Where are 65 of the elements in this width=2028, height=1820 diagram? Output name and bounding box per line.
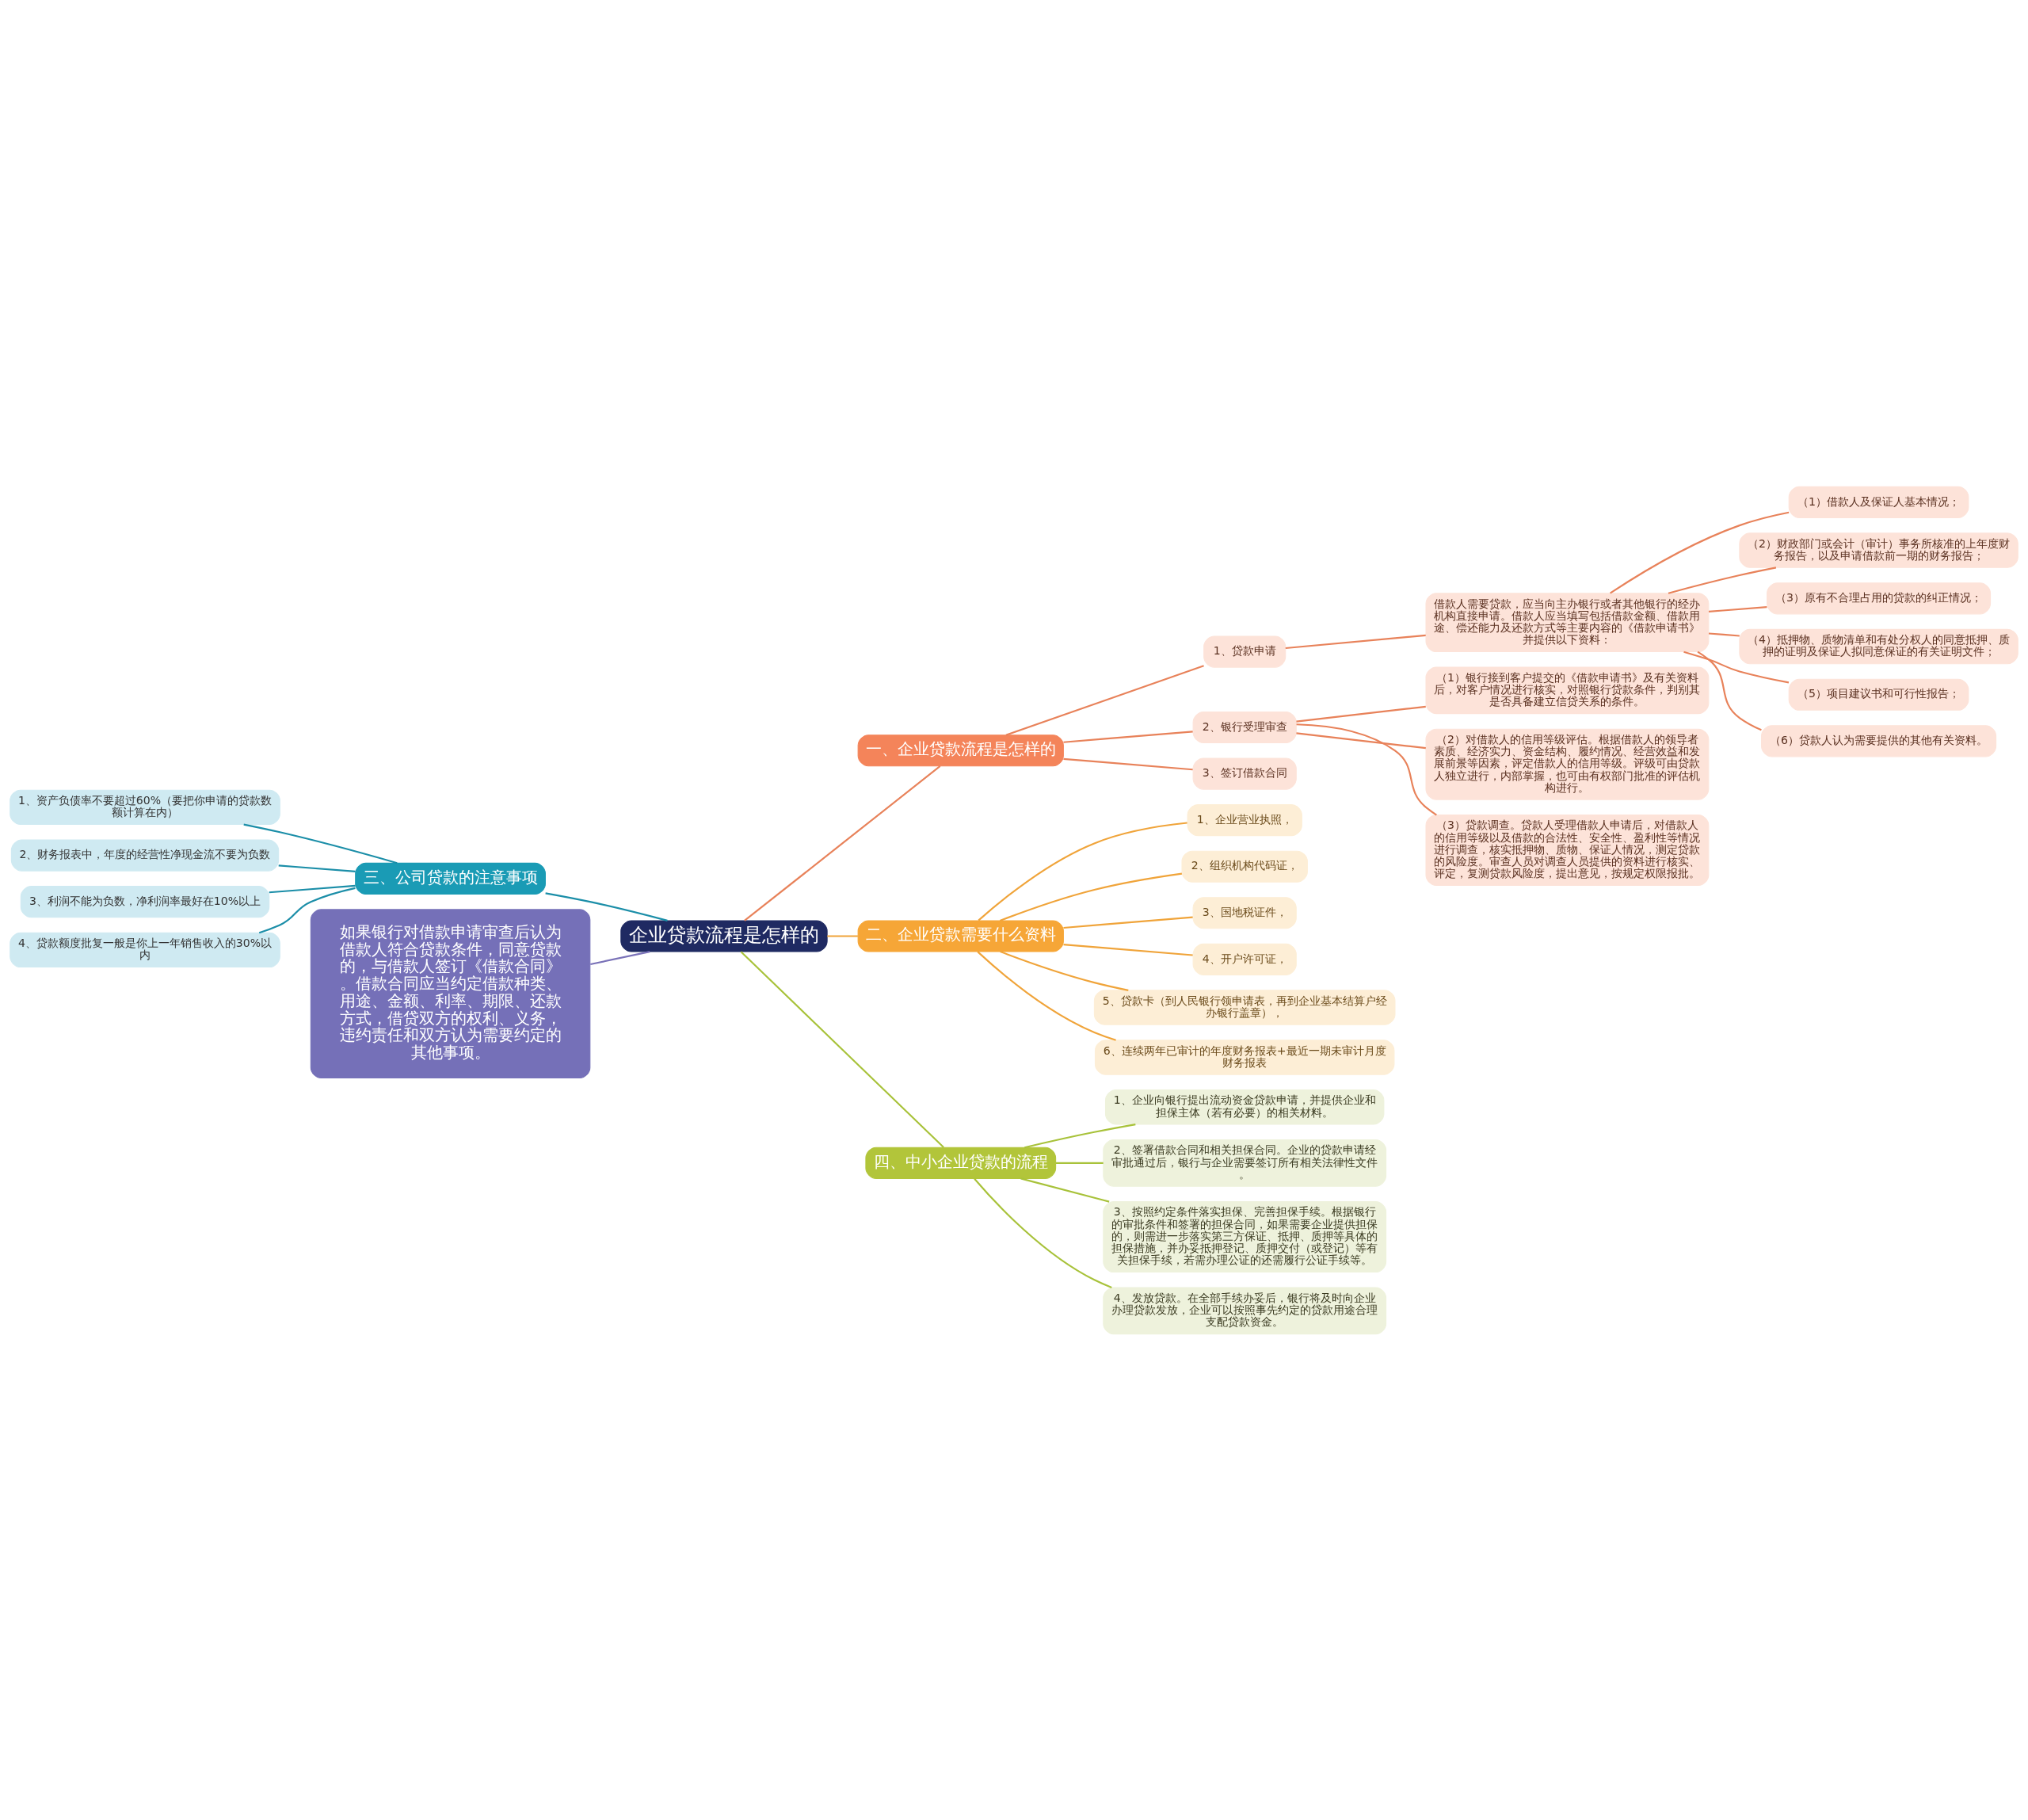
node-box: 3、按照约定条件落实担保、完善担保手续。根据银行的审批条件和签署的担保合同，如果需要企业提供担保的，则需进一步落实第三方保证、抵押、质押等具体的担保措施，并办妥抵押登记、质押交付（或登记）等有关担保手续，若需办理公证的还需履行公证手续等。 xyxy=(1103,1200,1387,1272)
node-box: 如果银行对借款申请审查后认为借款人符合贷款条件，同意贷款的，与借款人签订《借款合同》。借款合同应当约定借款种类、用途、金额、利率、期限、还款方式，借贷双方的权利、义务，违约责任和双方认为需要约定的其他事项。 xyxy=(310,908,591,1078)
node-box: （5）项目建议书和可行性报告； xyxy=(1788,678,1969,711)
node-box: （2）财政部门或会计（审计）事务所核准的上年度财务报告，以及申请借款前一期的财务报告； xyxy=(1739,532,2018,568)
connector xyxy=(740,950,944,1148)
connector xyxy=(1055,1162,1104,1164)
connector xyxy=(1000,950,1129,991)
connector xyxy=(974,1177,1112,1288)
connector xyxy=(1708,631,1740,637)
connector xyxy=(1683,651,1790,683)
node-box: 3、签订借款合同 xyxy=(1192,757,1297,790)
node-box: 6、连续两年已审计的年度财务报表+最近一期未审计月度财务报表 xyxy=(1094,1039,1395,1075)
connector xyxy=(243,823,398,864)
node-box: 4、发放贷款。在全部手续办妥后，银行将及时向企业办理贷款发放，企业可以按照事先约定的贷款用途合理支配贷款资金。 xyxy=(1103,1287,1387,1334)
connector xyxy=(744,765,941,921)
node-box: 三、公司贷款的注意事项 xyxy=(355,862,546,895)
connector xyxy=(1609,511,1790,594)
node-box: （1）借款人及保证人基本情况； xyxy=(1788,486,1969,518)
connector xyxy=(545,891,668,921)
node-box: （2）对借款人的信用等级评估。根据借款人的领导者素质、经济实力、资金结构、履约情况、经营效益和发展前景等因素，评定借款人的信用等级。评级可由贷款人独立进行，内部掌握，也可由有权部门批准的评估机构进行。 xyxy=(1425,728,1710,800)
node-box: 4、开户许可证， xyxy=(1192,943,1297,975)
node-box: 5、贷款卡（到人民银行领申请表，再到企业基本结算户经办银行盖章）， xyxy=(1093,989,1396,1025)
connector xyxy=(827,934,858,937)
node-box: 借款人需要贷款，应当向主办银行或者其他银行的经办机构直接申请。借款人应当填写包括借款金额、借款用途、偿还能力及还款方式等主要内容的《借款申请书》并提供以下资料： xyxy=(1425,592,1710,652)
connector xyxy=(1697,651,1762,731)
node-box: 企业贷款流程是怎样的 xyxy=(620,919,828,952)
node-box: 2、银行受理审查 xyxy=(1192,711,1297,743)
connector xyxy=(999,872,1183,921)
node-box: 1、贷款申请 xyxy=(1203,635,1287,668)
node-box: （3）原有不合理占用的贷款的纠正情况； xyxy=(1767,582,1992,614)
connector xyxy=(978,821,1187,921)
connector xyxy=(1296,731,1426,749)
node-box: 3、国地税证件， xyxy=(1192,896,1297,929)
connector xyxy=(278,864,356,872)
connector xyxy=(590,950,650,965)
node-box: （6）贷款人认为需要提供的其他有关资料。 xyxy=(1761,724,1997,757)
connector xyxy=(1296,705,1426,723)
connector xyxy=(1020,1177,1110,1203)
connector xyxy=(1063,943,1193,956)
node-box: 1、企业营业执照， xyxy=(1187,803,1302,836)
node-box: 1、企业向银行提出流动资金贷款申请，并提供企业和担保主体（若有必要）的相关材料。 xyxy=(1104,1089,1385,1125)
node-box: 4、贷款额度批复一般是你上一年销售收入的30%以内 xyxy=(10,932,280,967)
connector xyxy=(1063,915,1193,929)
connector xyxy=(1708,605,1767,612)
connector xyxy=(1063,757,1193,770)
connector xyxy=(258,887,356,933)
connector xyxy=(269,884,356,893)
node-box: 1、资产负债率不要超过60%（要把你申请的贷款数额计算在内） xyxy=(10,789,280,825)
connector xyxy=(1285,634,1426,649)
node-box: 2、财务报表中，年度的经营性净现金流不要为负数 xyxy=(10,839,280,872)
node-box: （1）银行接到客户提交的《借款申请书》及有关资料后，对客户情况进行核实，对照银行贷款条件，判别其是否具备建立信贷关系的条件。 xyxy=(1425,666,1710,714)
node-box: 二、企业贷款需要什么资料 xyxy=(857,919,1064,952)
node-box: 2、组织机构代码证， xyxy=(1181,850,1308,883)
connector xyxy=(1668,566,1777,594)
connector xyxy=(977,950,1116,1041)
connector xyxy=(1024,1123,1136,1148)
node-box: 四、中小企业贷款的流程 xyxy=(865,1147,1057,1179)
connector xyxy=(1296,723,1437,815)
node-box: 一、企业贷款流程是怎样的 xyxy=(857,734,1064,766)
connector xyxy=(1005,664,1204,736)
node-box: （4）抵押物、质物清单和有处分权人的同意抵押、质押的证明及保证人拟同意保证的有关证明文件； xyxy=(1739,628,2018,664)
node-box: 3、利润不能为负数，净利润率最好在10%以上 xyxy=(20,885,270,918)
node-box: 2、签署借款合同和相关担保合同。企业的贷款申请经审批通过后，银行与企业需要签订所有相关法律性文件。 xyxy=(1103,1139,1387,1187)
node-box: （3）贷款调查。贷款人受理借款人申请后，对借款人的信用等级以及借款的合法性、安全性、盈利性等情况进行调查，核实抵押物、质物、保证人情况，测定贷款的风险度。审查人员对调查人员提供的资料进行核实、评定，复测贷款风险度，提出意见，按规定权限报批。 xyxy=(1425,814,1710,886)
connector xyxy=(1063,730,1193,743)
